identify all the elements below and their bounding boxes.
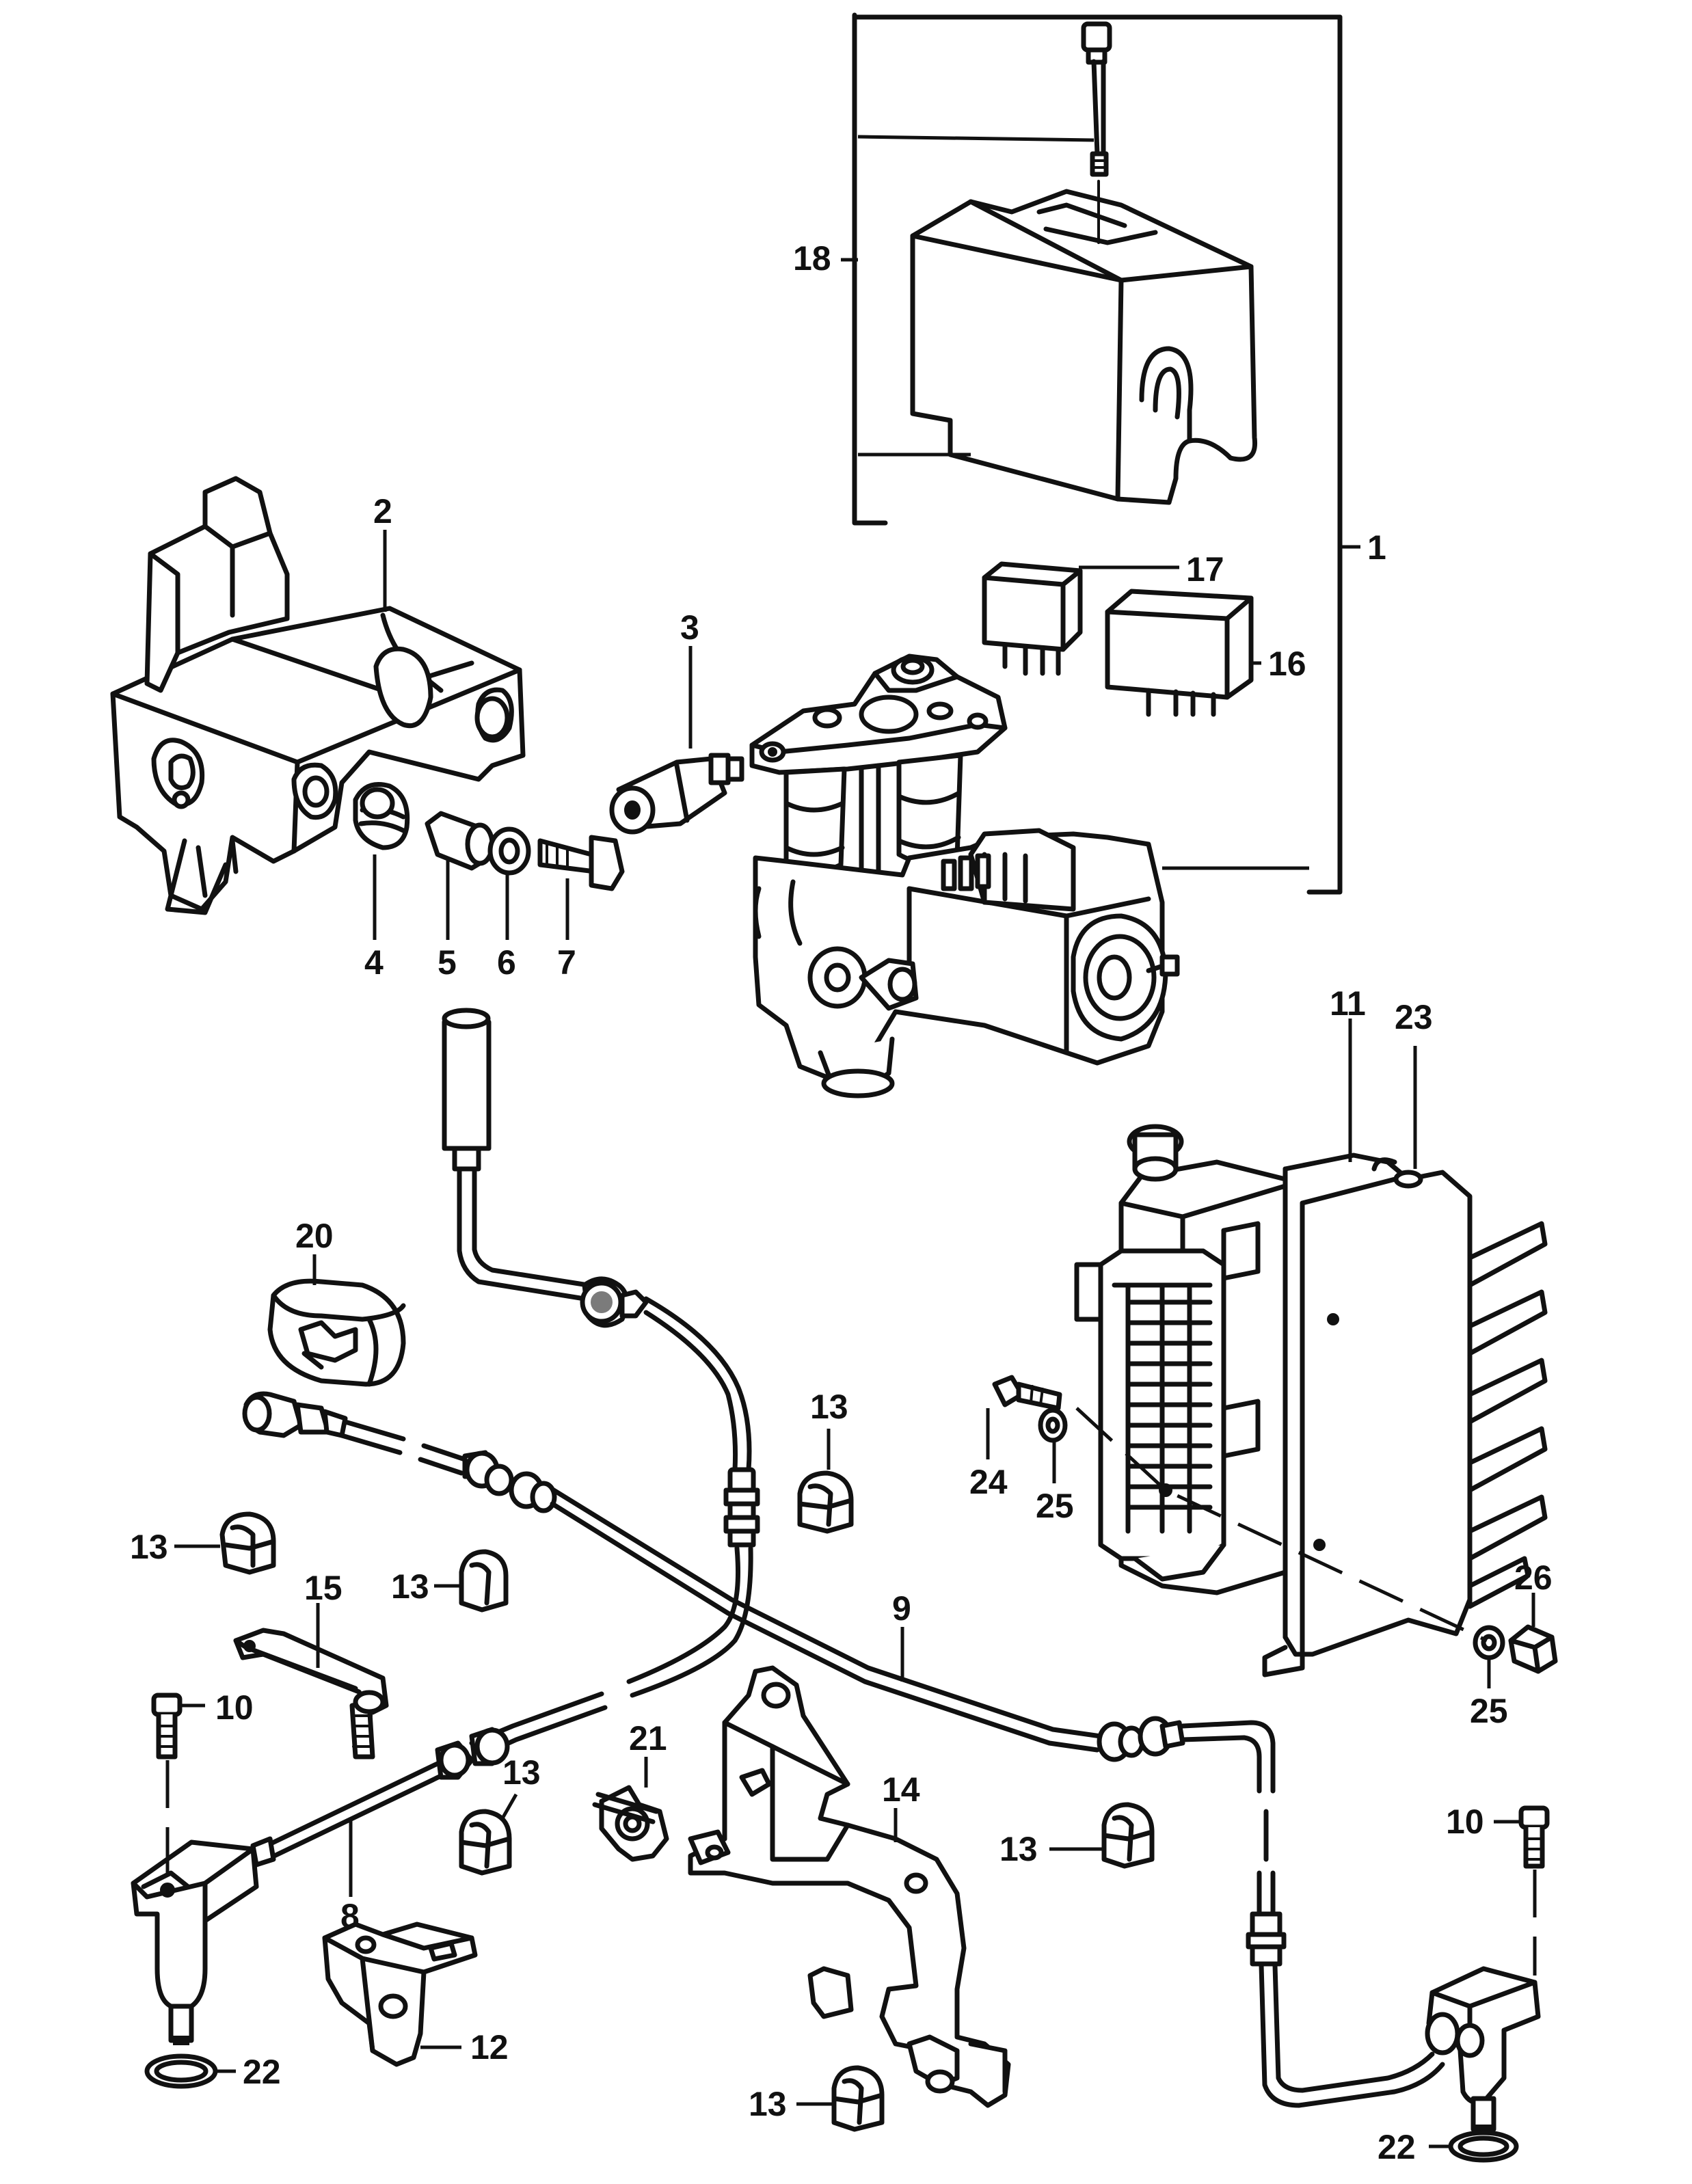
part-22-seal-ring-left	[144, 2053, 218, 2089]
part-18-bolt	[1081, 21, 1112, 244]
callout-3: 3	[680, 608, 699, 647]
callout-1: 1	[1367, 528, 1386, 567]
part-10-screw-left	[151, 1693, 183, 1760]
sensor-right	[1425, 1966, 1541, 2134]
part-22-seal-ring-right	[1448, 2130, 1519, 2163]
callout-21: 21	[629, 1719, 667, 1757]
cable-9	[242, 1391, 1445, 2108]
part-13-clip-a	[219, 1511, 276, 1575]
callout-23: 23	[1395, 998, 1433, 1036]
callout-13-a: 13	[130, 1528, 168, 1566]
callout-22-left: 22	[243, 2053, 281, 2091]
part-25-washer-lower	[1473, 1625, 1505, 1660]
part-13-clip-d	[459, 1809, 512, 1876]
sensor-left	[131, 1839, 259, 2045]
part-3-fitting	[609, 753, 744, 835]
callout-20: 20	[295, 1217, 334, 1255]
part-13-clip-c	[797, 1470, 854, 1534]
part-10-screw-right	[1518, 1805, 1550, 1869]
callout-10-left: 10	[215, 1688, 254, 1727]
part-13-clip-f	[831, 2065, 885, 2132]
part-2-bracket	[110, 476, 526, 915]
cable-8	[250, 1727, 510, 1868]
callout-14: 14	[882, 1770, 920, 1809]
callout-13-e: 13	[999, 1830, 1038, 1868]
callout-4: 4	[364, 943, 384, 982]
callout-13-d: 13	[502, 1753, 541, 1792]
cable-upper-sensor-lead	[442, 1008, 760, 1760]
callout-15: 15	[304, 1569, 343, 1607]
callout-8: 8	[340, 1897, 360, 1935]
part-7-bolt	[537, 835, 625, 891]
part-12-bracket	[322, 1922, 478, 2067]
part-4-grommet	[353, 782, 410, 850]
callout-9: 9	[892, 1589, 911, 1628]
callout-5: 5	[438, 943, 457, 982]
callout-25-upper: 25	[1036, 1487, 1074, 1525]
part-11-control-unit	[1074, 1124, 1548, 1677]
callout-10-right: 10	[1446, 1803, 1484, 1841]
callout-7: 7	[557, 943, 576, 982]
callout-13-f: 13	[749, 2085, 787, 2123]
callout-2: 2	[373, 492, 392, 530]
callout-26: 26	[1514, 1559, 1553, 1597]
part-13d-leader	[500, 1793, 518, 1820]
callout-16: 16	[1268, 645, 1306, 683]
callout-6: 6	[497, 943, 516, 982]
group-1-bracket	[852, 12, 1360, 895]
part-16-relay	[1105, 589, 1254, 717]
part-5-sleeve	[425, 811, 495, 871]
part-24-screw	[992, 1375, 1062, 1411]
part-25-washer-upper	[1038, 1407, 1068, 1443]
part-20-clip	[267, 1278, 406, 1387]
callout-13-b: 13	[391, 1567, 429, 1606]
part-26-nut	[1508, 1624, 1558, 1674]
part-18-cover	[910, 189, 1258, 505]
hydraulic-unit	[749, 653, 1180, 1098]
part-13-clip-b	[459, 1549, 509, 1613]
part-17-relay	[982, 561, 1083, 676]
part-14-bracket	[688, 1665, 1011, 2108]
callout-24: 24	[969, 1463, 1008, 1501]
part-13-clip-e	[1101, 1802, 1155, 1869]
part-6-washer	[487, 826, 531, 876]
part-18-leader-top	[857, 135, 1095, 142]
callout-17: 17	[1186, 550, 1224, 589]
callout-labels: 1 2 3 4 5 6 7 8 9 10 10 11 12 13 13 13 1…	[130, 239, 1553, 2166]
callout-11: 11	[1330, 984, 1366, 1023]
callout-22-right: 22	[1378, 2128, 1416, 2166]
callout-25-lower: 25	[1470, 1692, 1508, 1730]
part-15-bracket	[233, 1628, 389, 1760]
callout-13-c: 13	[810, 1388, 848, 1426]
callout-18: 18	[793, 239, 831, 278]
assembly-line-24-26	[1075, 1407, 1488, 1643]
callout-12: 12	[470, 2028, 509, 2066]
part-21-clamp	[592, 1785, 669, 1862]
